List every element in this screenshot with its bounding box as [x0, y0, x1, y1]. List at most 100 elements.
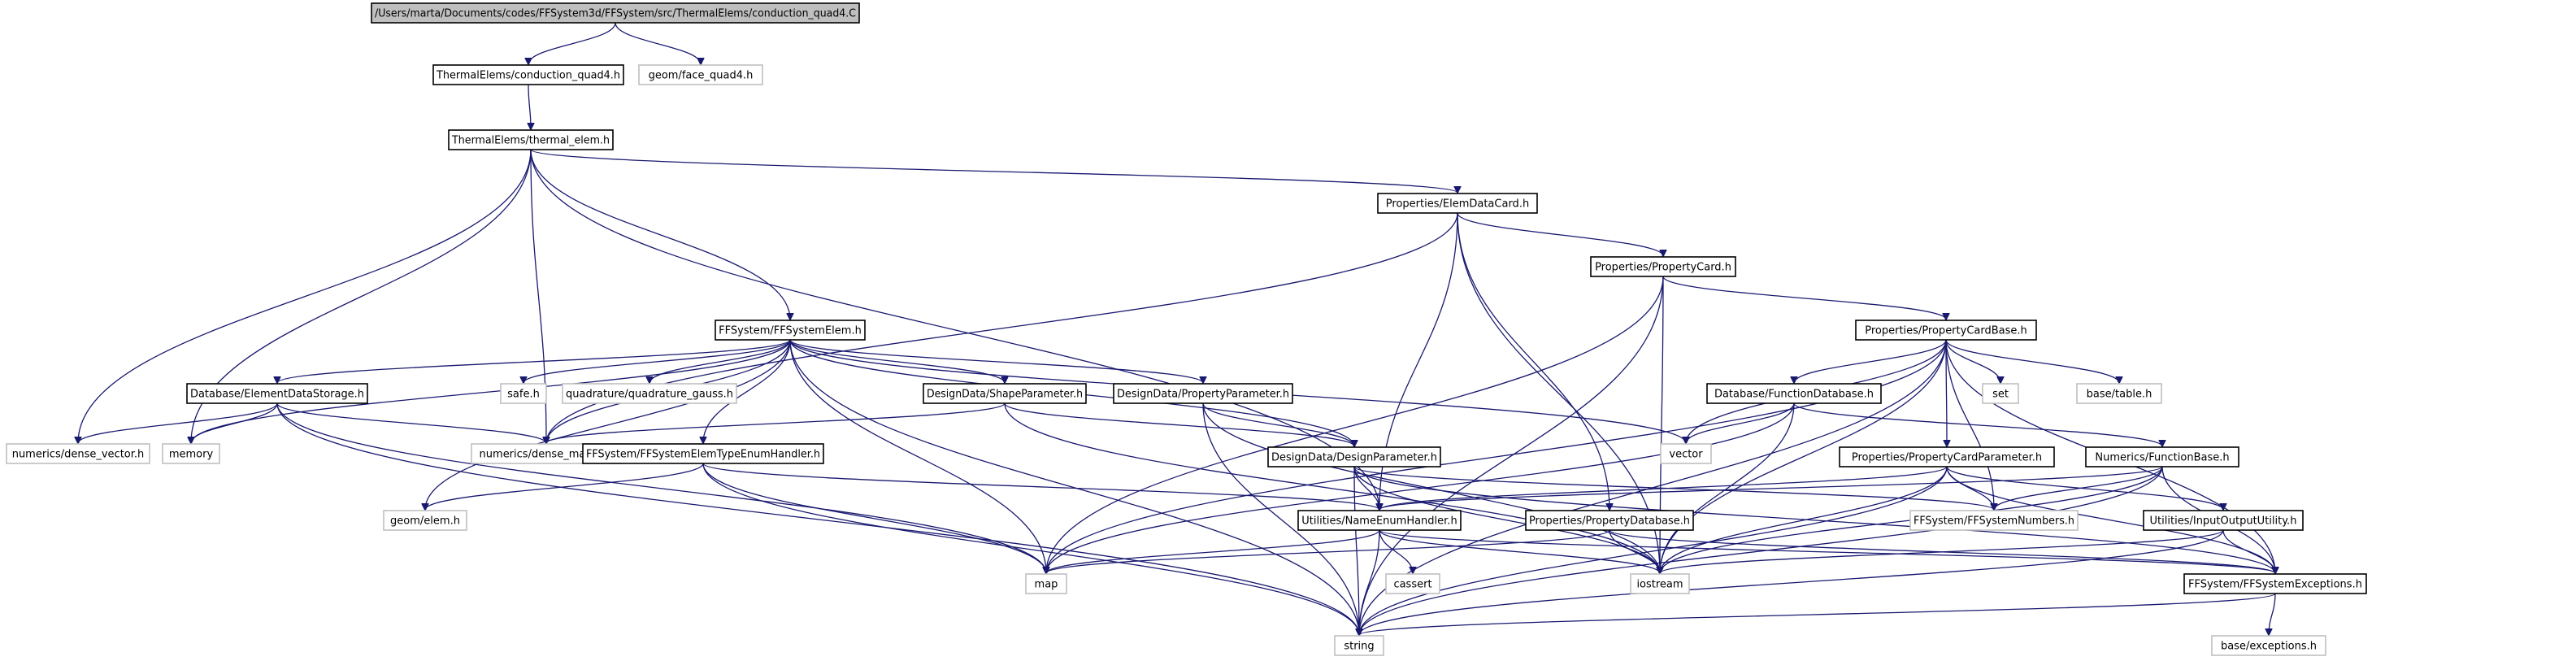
node-tel-box	[448, 129, 614, 150]
node-fte-label: FFSystem/FFSystemElemTypeEnumHandler.h	[586, 449, 820, 461]
node-ffe[interactable]: FFSystem/FFSystemElem.h	[715, 320, 866, 341]
node-ffn-label: FFSystem/FFSystemNumbers.h	[1914, 515, 2074, 528]
node-bex-label: base/exceptions.h	[2221, 641, 2317, 653]
node-root[interactable]: /Users/marta/Documents/codes/FFSystem3d/…	[371, 2, 860, 24]
edge-nfb-to-ne	[1379, 466, 2163, 510]
node-ffe-box	[715, 320, 866, 341]
edge-eds-to-map	[276, 402, 1046, 573]
node-fdb[interactable]: Database/FunctionDatabase.h	[1706, 383, 1882, 404]
node-nv: numerics/dense_vector.h	[6, 443, 150, 464]
edge-eds-to-nv	[78, 402, 278, 443]
node-bt-label: base/table.h	[2087, 389, 2152, 401]
node-pdb[interactable]: Properties/PropertyDatabase.h	[1525, 510, 1694, 531]
edge-sp-to-ios	[1004, 402, 1660, 573]
node-dp[interactable]: DesignData/DesignParameter.h	[1267, 446, 1441, 467]
edge-pcp-to-ne	[1379, 466, 1948, 510]
node-gq4-box	[638, 64, 763, 85]
node-set: set	[1982, 383, 2019, 404]
edge-eds-to-str	[276, 402, 1359, 635]
edge-io-to-ios	[1660, 529, 2224, 573]
node-dp-label: DesignData/DesignParameter.h	[1271, 452, 1437, 464]
node-eds-box	[186, 383, 368, 404]
edge-fte-to-ge	[425, 463, 704, 510]
edge-fdb-to-vec	[1686, 402, 1795, 443]
edge-pcb-to-pcp	[1946, 339, 1947, 446]
edge-fdb-to-ios	[1660, 402, 1795, 573]
node-pcb-box	[1855, 320, 2037, 341]
edge-pdb-to-map	[1046, 529, 1610, 573]
edge-nfb-to-str	[1359, 466, 2163, 635]
node-bt-box	[2076, 383, 2162, 404]
edge-ffe-to-map	[789, 339, 1046, 573]
edge-tel-to-ffe	[530, 149, 790, 320]
edge-pcp-to-io	[1946, 466, 2223, 510]
edge-edc-to-pc	[1457, 212, 1663, 256]
node-ffx[interactable]: FFSystem/FFSystemExceptions.h	[2183, 573, 2367, 594]
node-pdb-box	[1525, 510, 1694, 531]
edge-pcb-to-ios	[1660, 339, 1947, 573]
node-edc[interactable]: Properties/ElemDataCard.h	[1377, 193, 1538, 214]
node-io[interactable]: Utilities/InputOutputUtility.h	[2143, 510, 2304, 531]
edge-ne-to-str	[1359, 529, 1380, 635]
edge-pc-to-map	[1046, 276, 1664, 573]
node-tel[interactable]: ThermalElems/thermal_elem.h	[448, 129, 614, 150]
node-nfb-label: Numerics/FunctionBase.h	[2095, 452, 2229, 464]
node-set-box	[1982, 383, 2019, 404]
node-ios: iostream	[1630, 573, 1690, 594]
edge-fdb-to-map	[1046, 402, 1795, 573]
node-io-box	[2143, 510, 2304, 531]
node-pp[interactable]: DesignData/PropertyParameter.h	[1113, 383, 1293, 404]
node-ne-label: Utilities/NameEnumHandler.h	[1301, 515, 1457, 528]
node-nv-label: numerics/dense_vector.h	[12, 449, 145, 461]
node-str-box	[1334, 635, 1384, 656]
node-cq4h-label: ThermalElems/conduction_quad4.h	[436, 70, 620, 82]
edge-tel-to-nv	[78, 149, 532, 443]
edge-pp-to-str	[1202, 402, 1359, 635]
edge-ffe-to-ge	[425, 339, 791, 510]
node-qg-box	[562, 383, 737, 404]
edge-ffe-to-fte	[703, 339, 791, 443]
node-cas-label: cassert	[1393, 579, 1431, 591]
node-sp[interactable]: DesignData/ShapeParameter.h	[923, 383, 1087, 404]
node-str-label: string	[1344, 641, 1374, 653]
node-ffe-label: FFSystem/FFSystemElem.h	[719, 325, 862, 337]
node-cq4h[interactable]: ThermalElems/conduction_quad4.h	[432, 64, 624, 85]
node-ffx-label: FFSystem/FFSystemExceptions.h	[2188, 579, 2362, 591]
node-root-box	[371, 2, 860, 24]
edge-dp-to-ffx	[1353, 466, 2275, 573]
node-pcp[interactable]: Properties/PropertyCardParameter.h	[1839, 446, 2055, 467]
edge-pc-to-str	[1359, 276, 1664, 635]
edge-sp-to-ndm	[546, 402, 1006, 443]
edge-pp-to-ios	[1202, 402, 1660, 573]
node-fdb-label: Database/FunctionDatabase.h	[1714, 389, 1874, 401]
edge-ffe-to-safe	[523, 339, 791, 383]
node-pp-label: DesignData/PropertyParameter.h	[1117, 389, 1289, 401]
edge-pcp-to-ios	[1660, 466, 1948, 573]
edge-tel-to-ne	[530, 149, 1379, 510]
node-pcp-box	[1839, 446, 2055, 467]
node-io-label: Utilities/InputOutputUtility.h	[2150, 515, 2297, 528]
edge-ffe-to-mem	[191, 339, 791, 443]
node-ffn-box	[1909, 510, 2079, 531]
node-eds[interactable]: Database/ElementDataStorage.h	[186, 383, 368, 404]
edge-sp-to-dp	[1004, 402, 1354, 446]
node-pcb[interactable]: Properties/PropertyCardBase.h	[1855, 320, 2037, 341]
node-fte-box	[582, 443, 824, 464]
node-nfb[interactable]: Numerics/FunctionBase.h	[2085, 446, 2239, 467]
node-set-label: set	[1992, 389, 2009, 401]
node-map-label: map	[1035, 579, 1058, 591]
edge-eds-to-mem	[191, 402, 278, 443]
node-pc-box	[1590, 256, 1736, 277]
node-pp-box	[1113, 383, 1293, 404]
node-fdb-box	[1706, 383, 1882, 404]
edge-dp-to-ios	[1353, 466, 1660, 573]
node-bex-box	[2211, 635, 2326, 656]
edge-ffe-to-pp	[789, 339, 1203, 383]
node-fte[interactable]: FFSystem/FFSystemElemTypeEnumHandler.h	[582, 443, 824, 464]
edge-pc-to-pcb	[1662, 276, 1946, 320]
edge-fdb-to-nfb	[1793, 402, 2162, 446]
node-pc[interactable]: Properties/PropertyCard.h	[1590, 256, 1736, 277]
node-ne[interactable]: Utilities/NameEnumHandler.h	[1297, 510, 1462, 531]
edge-fte-to-str	[702, 463, 1359, 635]
